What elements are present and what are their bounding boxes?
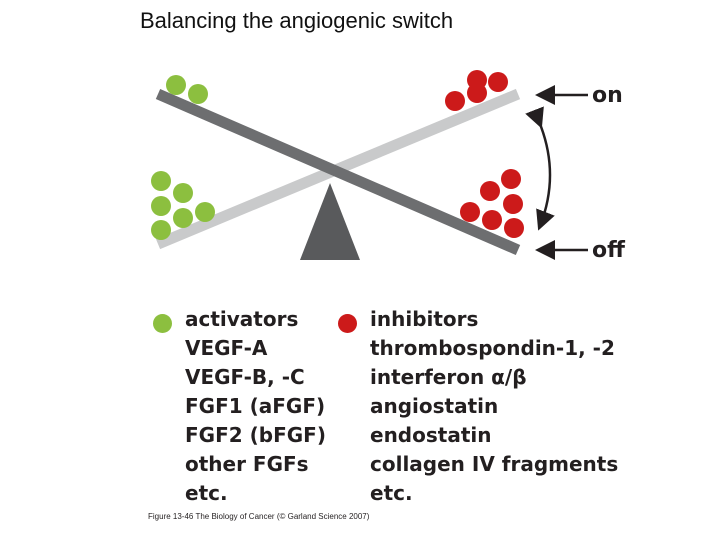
inhibitor-item: endostatin <box>370 423 492 447</box>
activator-item: other FGFs <box>185 452 309 476</box>
slide-title: Balancing the angiogenic switch <box>140 8 454 33</box>
inhibitor-item: collagen IV fragments <box>370 452 619 476</box>
inhibitor-item: thrombospondin-1, -2 <box>370 336 615 360</box>
on-label: on <box>592 83 623 108</box>
inhibitor-item: angiostatin <box>370 394 499 418</box>
inhibitor-cluster-off <box>460 169 524 238</box>
activators-heading: activators <box>185 307 299 331</box>
beam-off <box>155 88 521 256</box>
off-label: off <box>592 238 626 263</box>
inhibitors-heading: inhibitors <box>370 307 479 331</box>
activator-cluster-on <box>166 75 208 104</box>
inhibitor-cluster-on <box>445 70 508 111</box>
figure-caption: Figure 13-46 The Biology of Cancer (© Ga… <box>148 512 370 521</box>
activator-cluster-off <box>151 171 215 240</box>
activator-item: FGF1 (aFGF) <box>185 394 326 418</box>
activator-item: VEGF-B, -C <box>185 365 305 389</box>
activator-item: FGF2 (bFGF) <box>185 423 326 447</box>
seesaw-diagram: on off <box>151 70 626 263</box>
inhibitors-legend: inhibitors thrombospondin-1, -2 interfer… <box>370 305 618 508</box>
fulcrum <box>300 183 360 260</box>
inhibitor-item: interferon α/β <box>370 365 527 389</box>
activator-legend-dot <box>153 314 172 333</box>
switch-arrow <box>525 106 555 231</box>
inhibitor-item: etc. <box>370 481 413 505</box>
activator-item: etc. <box>185 481 228 505</box>
inhibitor-legend-dot <box>338 314 357 333</box>
activator-item: VEGF-A <box>185 336 268 360</box>
activators-legend: activators VEGF-A VEGF-B, -C FGF1 (aFGF)… <box>185 305 326 508</box>
